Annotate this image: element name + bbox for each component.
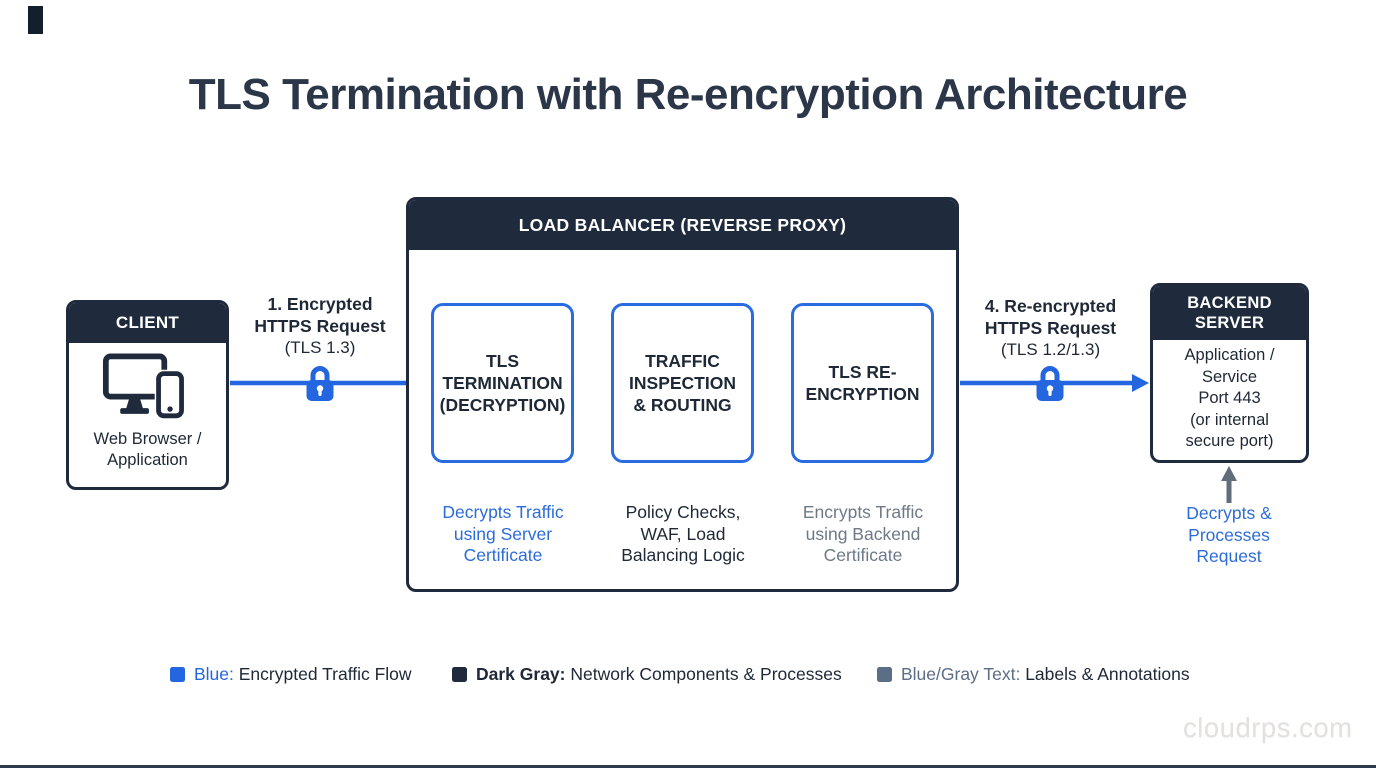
backend-annotation: Decrypts & Processes Request	[1186, 503, 1272, 566]
client-body: Web Browser / Application	[69, 343, 226, 471]
backend-server-header: BACKEND SERVER	[1153, 286, 1306, 340]
legend-darkgray-swatch	[452, 667, 467, 682]
watermark: cloudrps.com	[1183, 712, 1353, 743]
legend-labels-annotations: Blue/Gray Text: Labels & Annotations	[877, 664, 1190, 685]
client-label: Web Browser / Application	[93, 430, 202, 469]
page-title: TLS Termination with Re-encryption Archi…	[188, 70, 1188, 119]
load-balancer-header: LOAD BALANCER (REVERSE PROXY)	[409, 200, 956, 250]
backend-server-node: BACKEND SERVER Application / Service Por…	[1150, 283, 1309, 463]
backend-server-body: Application / Service Port 443 (or inter…	[1184, 346, 1275, 450]
stage2-annotation: Policy Checks, WAF, Load Balancing Logic	[621, 502, 745, 565]
flow-in-label: 1. Encrypted HTTPS Request (TLS 1.3)	[254, 294, 386, 357]
client-node: CLIENT Web Browser / Application	[66, 300, 229, 490]
stage3-annotation: Encrypts Traffic using Backend Certifica…	[802, 502, 924, 565]
client-header: CLIENT	[69, 303, 226, 343]
backend-annotation-arrow	[1221, 466, 1237, 503]
lock-icon	[1036, 366, 1064, 401]
stage-tls-re-encryption: TLS RE- ENCRYPTION	[791, 303, 934, 463]
legend-blue-swatch	[170, 667, 185, 682]
legend-slate-swatch	[877, 667, 892, 682]
bottom-edge-line	[0, 765, 1376, 768]
desktop-and-phone-icon	[102, 353, 185, 420]
legend-encrypted-traffic: Blue: Encrypted Traffic Flow	[170, 664, 412, 685]
lock-icon	[306, 366, 334, 401]
stage1-annotation: Decrypts Traffic using Server Certificat…	[442, 502, 564, 565]
flow-out-label: 4. Re-encrypted HTTPS Request (TLS 1.2/1…	[984, 296, 1117, 359]
stage-tls-termination: TLS TERMINATION (DECRYPTION)	[431, 303, 574, 463]
legend-network-components: Dark Gray: Network Components & Processe…	[452, 664, 842, 685]
corner-mark	[28, 6, 43, 34]
stage-traffic-inspection: TRAFFIC INSPECTION & ROUTING	[611, 303, 754, 463]
